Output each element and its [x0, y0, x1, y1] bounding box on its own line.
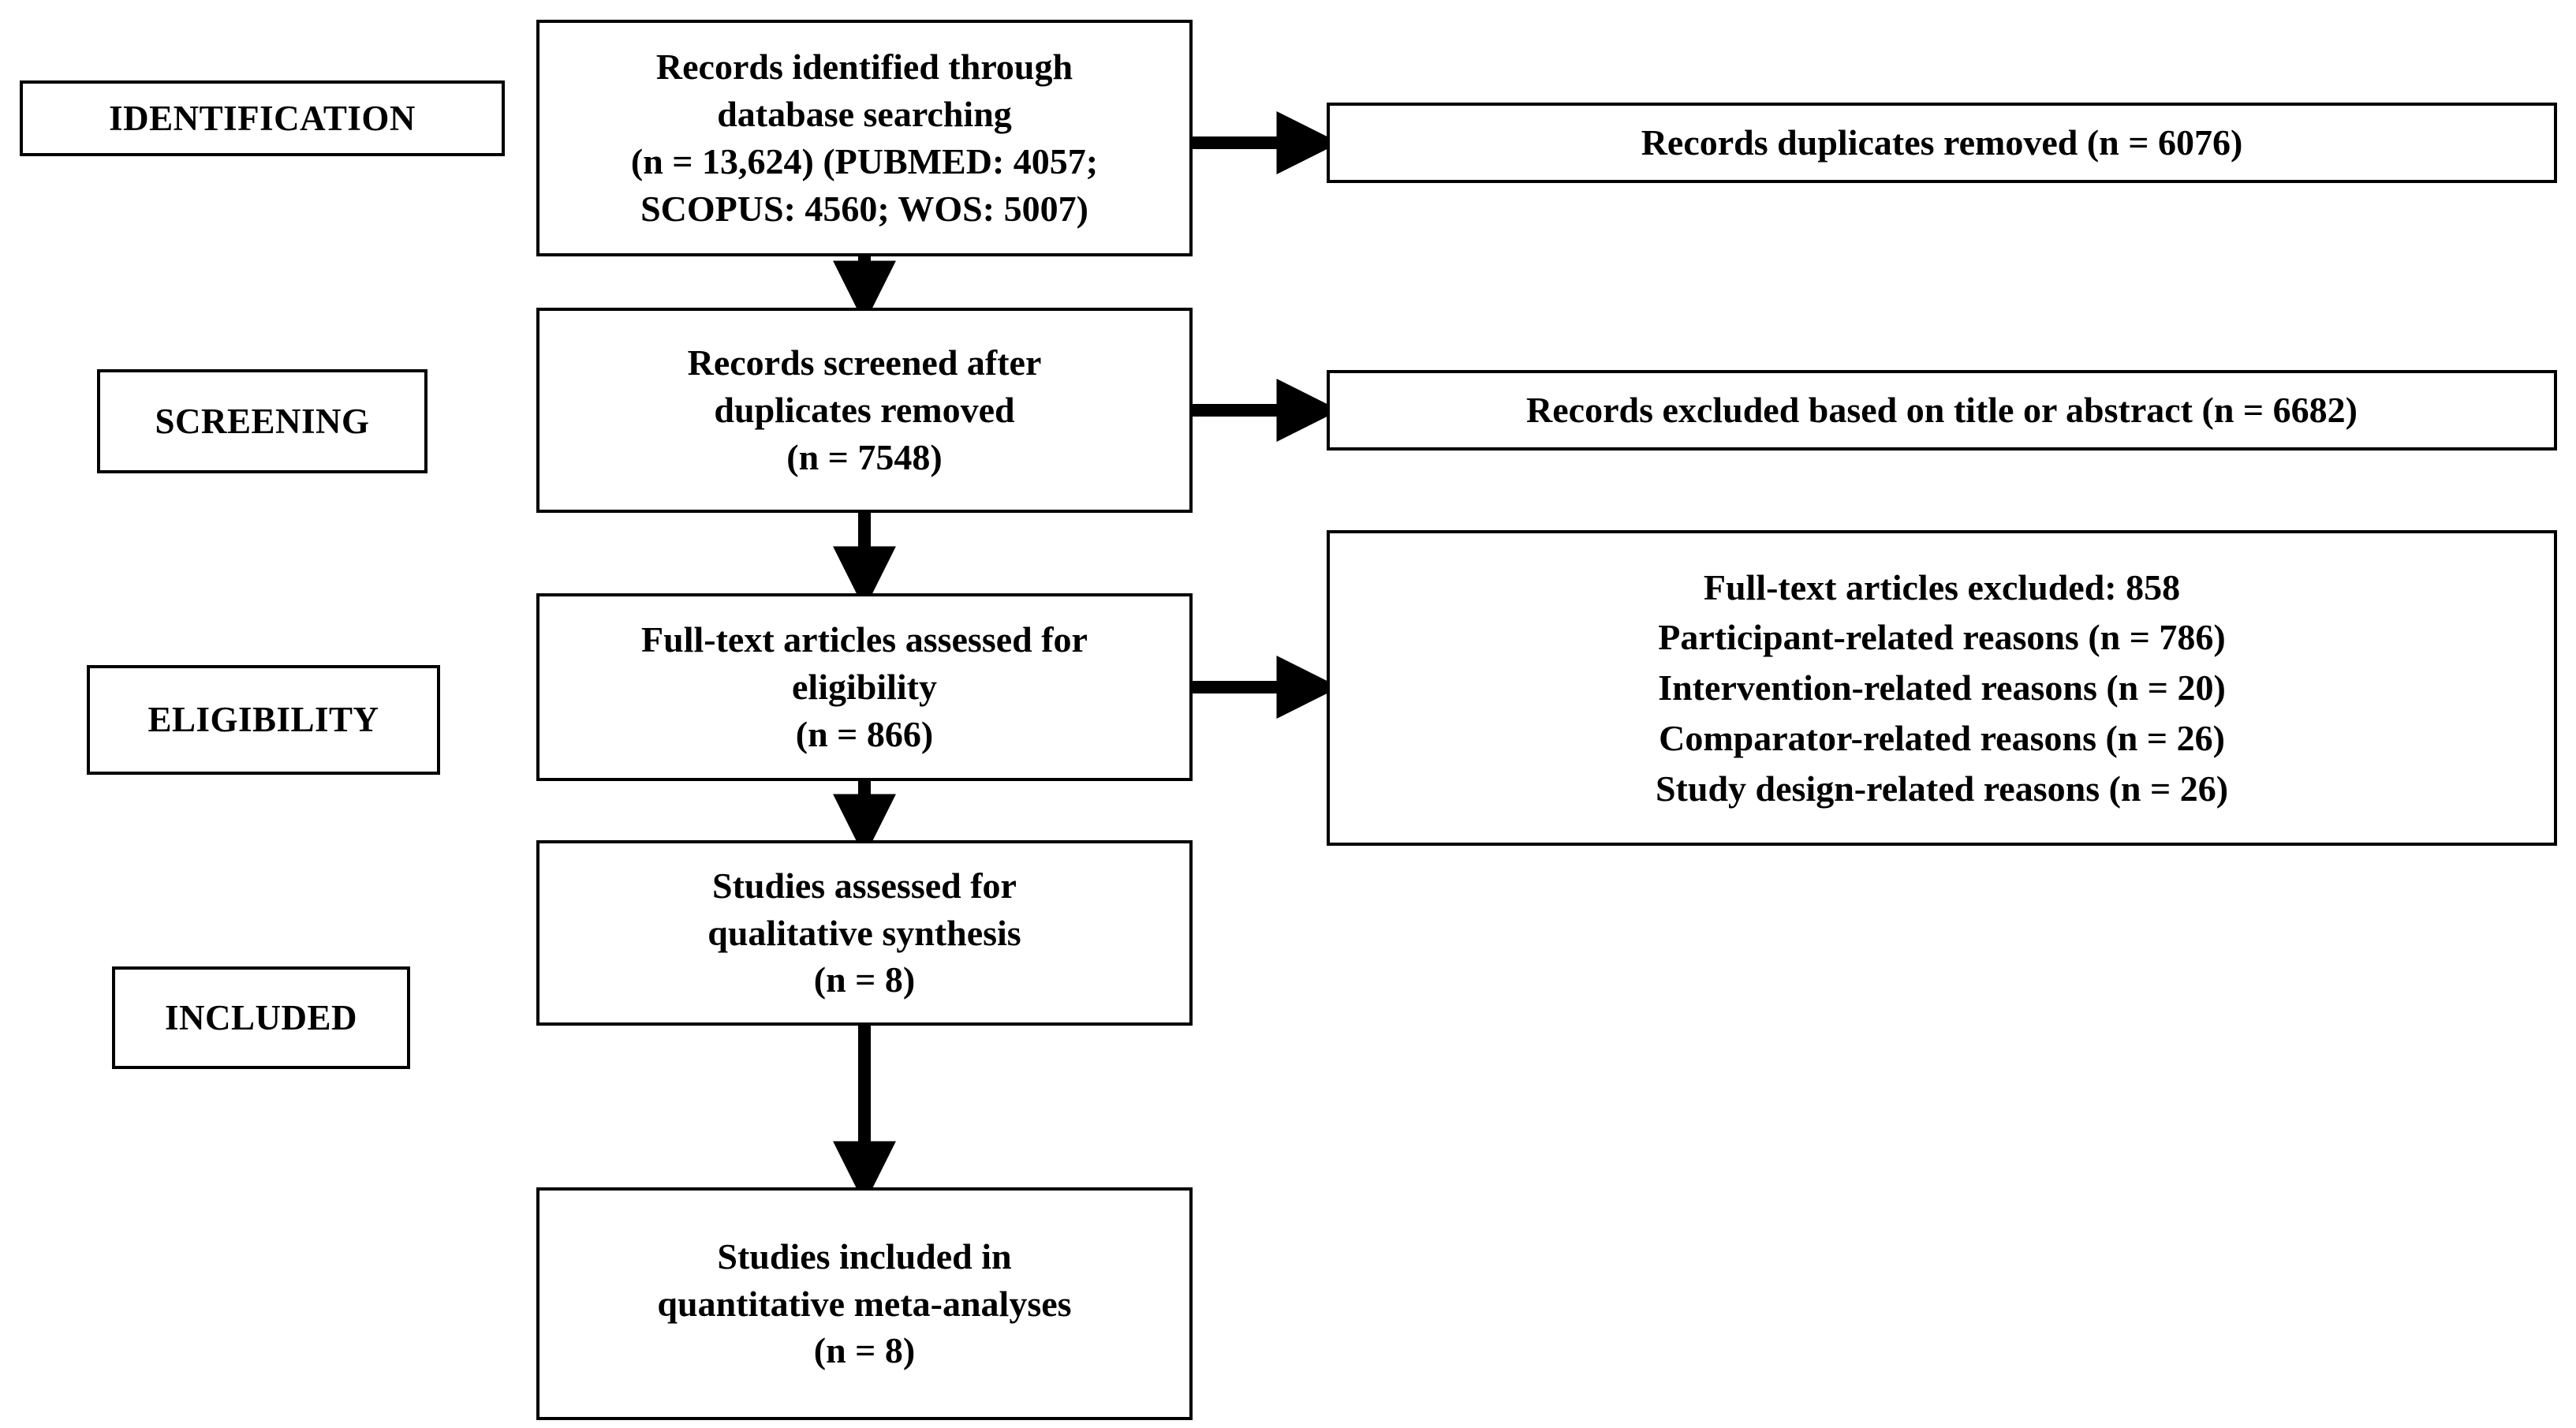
side-box-line: Full-text articles excluded: 858 — [1703, 566, 2181, 607]
flow-box-line: qualitative synthesis — [707, 912, 1021, 953]
stage-label-identification-text: IDENTIFICATION — [109, 98, 416, 138]
side-box-records-excluded: Records excluded based on title or abstr… — [1327, 370, 2557, 450]
flow-box-line: Records identified through — [655, 47, 1073, 88]
flow-box-line: (n = 13,624) (PUBMED: 4057; — [630, 141, 1099, 181]
stage-label-screening-text: SCREENING — [155, 401, 370, 441]
side-box-line: Comparator-related reasons (n = 26) — [1659, 717, 2225, 758]
flow-box-studies-qualitative: Studies assessed for qualitative synthes… — [536, 840, 1193, 1026]
side-box-line: Study design-related reasons (n = 26) — [1655, 768, 2229, 809]
flow-box-studies-quantitative: Studies included in quantitative meta-an… — [536, 1187, 1193, 1420]
flow-box-line: Studies assessed for — [712, 865, 1017, 906]
flow-box-line: Studies included in — [717, 1235, 1012, 1277]
stage-label-identification: IDENTIFICATION — [20, 80, 505, 156]
flow-box-line: (n = 8) — [813, 1330, 916, 1371]
side-box-line: Participant-related reasons (n = 786) — [1658, 617, 2226, 658]
flow-box-line: SCOPUS: 4560; WOS: 5007) — [640, 188, 1088, 229]
side-box-line: Records duplicates removed (n = 6076) — [1641, 122, 2243, 163]
flow-box-line: quantitative meta-analyses — [657, 1283, 1072, 1324]
side-box-line: Intervention-related reasons (n = 20) — [1658, 667, 2226, 708]
stage-label-screening: SCREENING — [97, 369, 427, 473]
flow-box-line: eligibility — [792, 667, 937, 708]
flow-box-line: duplicates removed — [714, 390, 1015, 431]
stage-label-eligibility-text: ELIGIBILITY — [147, 700, 379, 740]
stage-label-eligibility: ELIGIBILITY — [87, 665, 440, 775]
flow-box-line: Records screened after — [687, 342, 1042, 383]
flow-box-line: Full-text articles assessed for — [641, 619, 1088, 660]
stage-label-included: INCLUDED — [112, 966, 410, 1069]
side-box-line: Records excluded based on title or abstr… — [1526, 390, 2358, 431]
flow-box-line: (n = 866) — [795, 713, 934, 754]
flow-box-records-identified: Records identified through database sear… — [536, 20, 1193, 256]
flow-box-line: (n = 8) — [813, 959, 916, 1000]
side-box-duplicates-removed: Records duplicates removed (n = 6076) — [1327, 103, 2557, 183]
stage-label-included-text: INCLUDED — [164, 997, 358, 1037]
flow-box-line: database searching — [717, 94, 1012, 135]
flow-box-records-screened: Records screened after duplicates remove… — [536, 308, 1193, 513]
side-box-fulltext-excluded: Full-text articles excluded: 858 Partici… — [1327, 530, 2557, 846]
flow-box-line: (n = 7548) — [786, 436, 943, 477]
flow-box-fulltext-assessed: Full-text articles assessed for eligibil… — [536, 593, 1193, 781]
